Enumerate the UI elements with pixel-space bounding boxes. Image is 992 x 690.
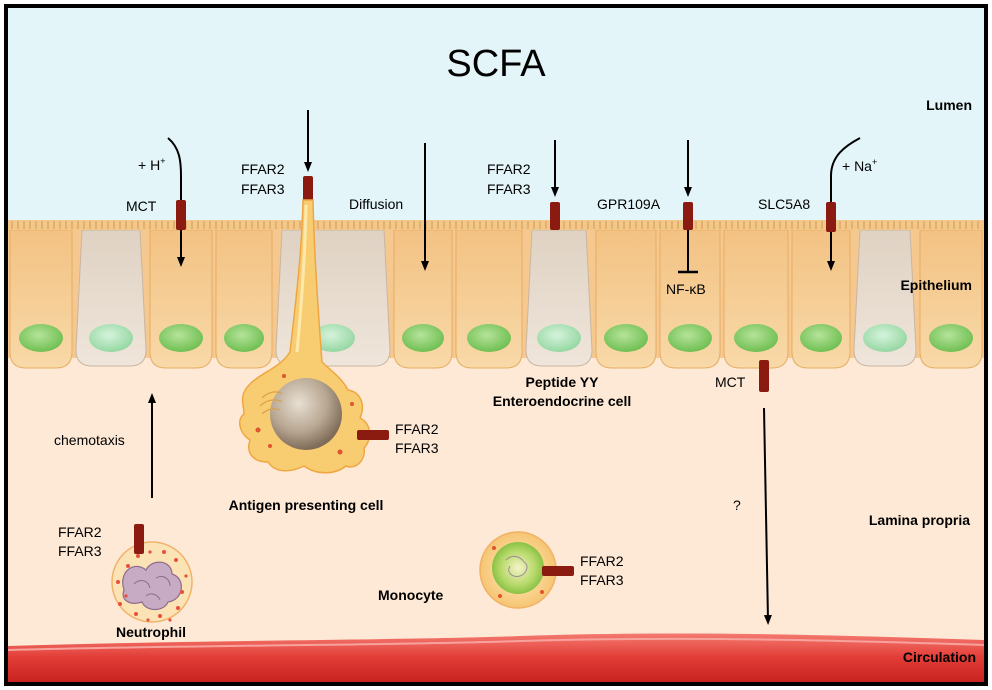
cell-nucleus — [537, 324, 581, 352]
brush-border — [8, 220, 984, 230]
neutrophil-ffar2-label: FFAR2 — [58, 524, 102, 540]
apc-vesicle — [268, 444, 272, 448]
region-label-lumen: Lumen — [926, 97, 972, 113]
apc-dendrite-ffar3-label: FFAR3 — [241, 181, 285, 197]
neutrophil-nucleus-lobes — [133, 575, 171, 601]
cell-nucleus — [467, 324, 511, 352]
cell-nucleus — [159, 324, 203, 352]
apc-vesicle — [255, 427, 261, 433]
neutrophil-label: Neutrophil — [116, 624, 186, 640]
enteroendocrine-ffar2-label: FFAR2 — [487, 161, 531, 177]
apc-label: Antigen presenting cell — [229, 497, 384, 513]
slc5a8-label: SLC5A8 — [758, 196, 810, 212]
monocyte-vesicle — [492, 546, 496, 550]
mct-receptor — [176, 200, 186, 230]
mct-basolateral-transporter: MCT ? — [715, 360, 772, 625]
cell-nucleus — [89, 324, 133, 352]
antigen-presenting-cell: FFAR2 FFAR3 Antigen presenting cell — [229, 199, 439, 513]
diffusion-label: Diffusion — [349, 196, 403, 212]
apc-ffar2-label: FFAR2 — [395, 421, 439, 437]
apc-ffar-receptor — [357, 430, 389, 440]
mct-apical-transporter: + H+ MCT — [126, 137, 186, 267]
h-ion-label: + H+ — [138, 156, 165, 173]
diffusion-pathway: Diffusion — [349, 143, 429, 271]
blood-vessel-highlight — [7, 637, 985, 651]
neutrophil-ffar3-label: FFAR3 — [58, 543, 102, 559]
cell-nucleus — [668, 324, 712, 352]
neutrophil: chemotaxis FFAR2 FFAR3 Neutrophil — [54, 393, 193, 640]
enteroendocrine-receptor: FFAR2 FFAR3 — [487, 140, 560, 230]
cell-nucleus — [19, 324, 63, 352]
gpr109a-label: GPR109A — [597, 196, 661, 212]
cell-nucleus — [929, 324, 973, 352]
enteroendocrine-ffar-receptor — [550, 202, 560, 230]
cell-nucleus — [863, 324, 907, 352]
h-ion-charge: + — [160, 156, 165, 166]
figure-border — [4, 4, 988, 686]
apc-vesicle — [350, 402, 354, 406]
mct-basal-receptor — [759, 360, 769, 392]
apc-golgi — [259, 391, 283, 415]
region-label-lamina-propria: Lamina propria — [869, 512, 970, 528]
enteroendocrine-ffar3-label: FFAR3 — [487, 181, 531, 197]
apc-dendrite-ffar2-label: FFAR2 — [241, 161, 285, 177]
apc-dendrite-receptor: FFAR2 FFAR3 — [241, 110, 313, 204]
na-ion-label: + Na+ — [842, 157, 877, 174]
cell-nucleus — [734, 324, 778, 352]
na-ion-charge: + — [872, 157, 877, 167]
monocyte-ffar-receptor — [542, 566, 574, 576]
nfkb-label: NF-κB — [666, 281, 706, 297]
region-label-epithelium: Epithelium — [900, 277, 972, 293]
apc-vesicle — [282, 374, 286, 378]
cell-nucleus — [800, 324, 842, 352]
monocyte-nucleus — [492, 542, 544, 594]
apc-vesicle — [337, 449, 343, 455]
diagram-title: SCFA — [446, 43, 546, 85]
monocyte: FFAR2 FFAR3 Monocyte — [378, 531, 624, 609]
monocyte-vesicle — [540, 590, 544, 594]
h-ion-cotransport-line — [167, 137, 182, 177]
cell-nucleus — [311, 324, 355, 352]
apc-ffar3-label: FFAR3 — [395, 440, 439, 456]
cell-nucleus — [604, 324, 648, 352]
gpr109a-pathway: GPR109A NF-κB — [597, 140, 706, 297]
neutrophil-granules — [116, 550, 188, 622]
unknown-label: ? — [733, 497, 741, 513]
apc-dendrite-highlight — [295, 204, 308, 353]
cell-nucleus — [224, 324, 264, 352]
region-label-circulation: Circulation — [903, 649, 976, 665]
neutrophil-nucleus — [122, 561, 182, 611]
chemotaxis-label: chemotaxis — [54, 432, 125, 448]
mct-basal-label: MCT — [715, 374, 746, 390]
mct-label: MCT — [126, 198, 157, 214]
slc5a8-transporter: SLC5A8 + Na+ — [758, 137, 877, 271]
gpr109a-receptor — [683, 202, 693, 230]
neutrophil-ffar-receptor — [134, 524, 144, 554]
na-ion-cotransport-line — [830, 137, 861, 177]
peptide-yy-label: Peptide YY — [526, 374, 600, 390]
circulation-arrow — [763, 407, 772, 625]
slc5a8-receptor — [826, 202, 836, 232]
enteroendocrine-label: Enteroendocrine cell — [493, 393, 631, 409]
monocyte-chromatin — [505, 555, 528, 577]
apc-dendrite-ffar-receptor — [303, 176, 313, 204]
cell-nucleus — [402, 324, 444, 352]
epithelium-layer — [8, 220, 984, 369]
monocyte-ffar3-label: FFAR3 — [580, 572, 624, 588]
monocyte-ffar2-label: FFAR2 — [580, 553, 624, 569]
apc-nucleus — [270, 378, 342, 450]
monocyte-label: Monocyte — [378, 587, 444, 603]
lumen-background — [8, 8, 984, 220]
monocyte-vesicle — [498, 594, 502, 598]
